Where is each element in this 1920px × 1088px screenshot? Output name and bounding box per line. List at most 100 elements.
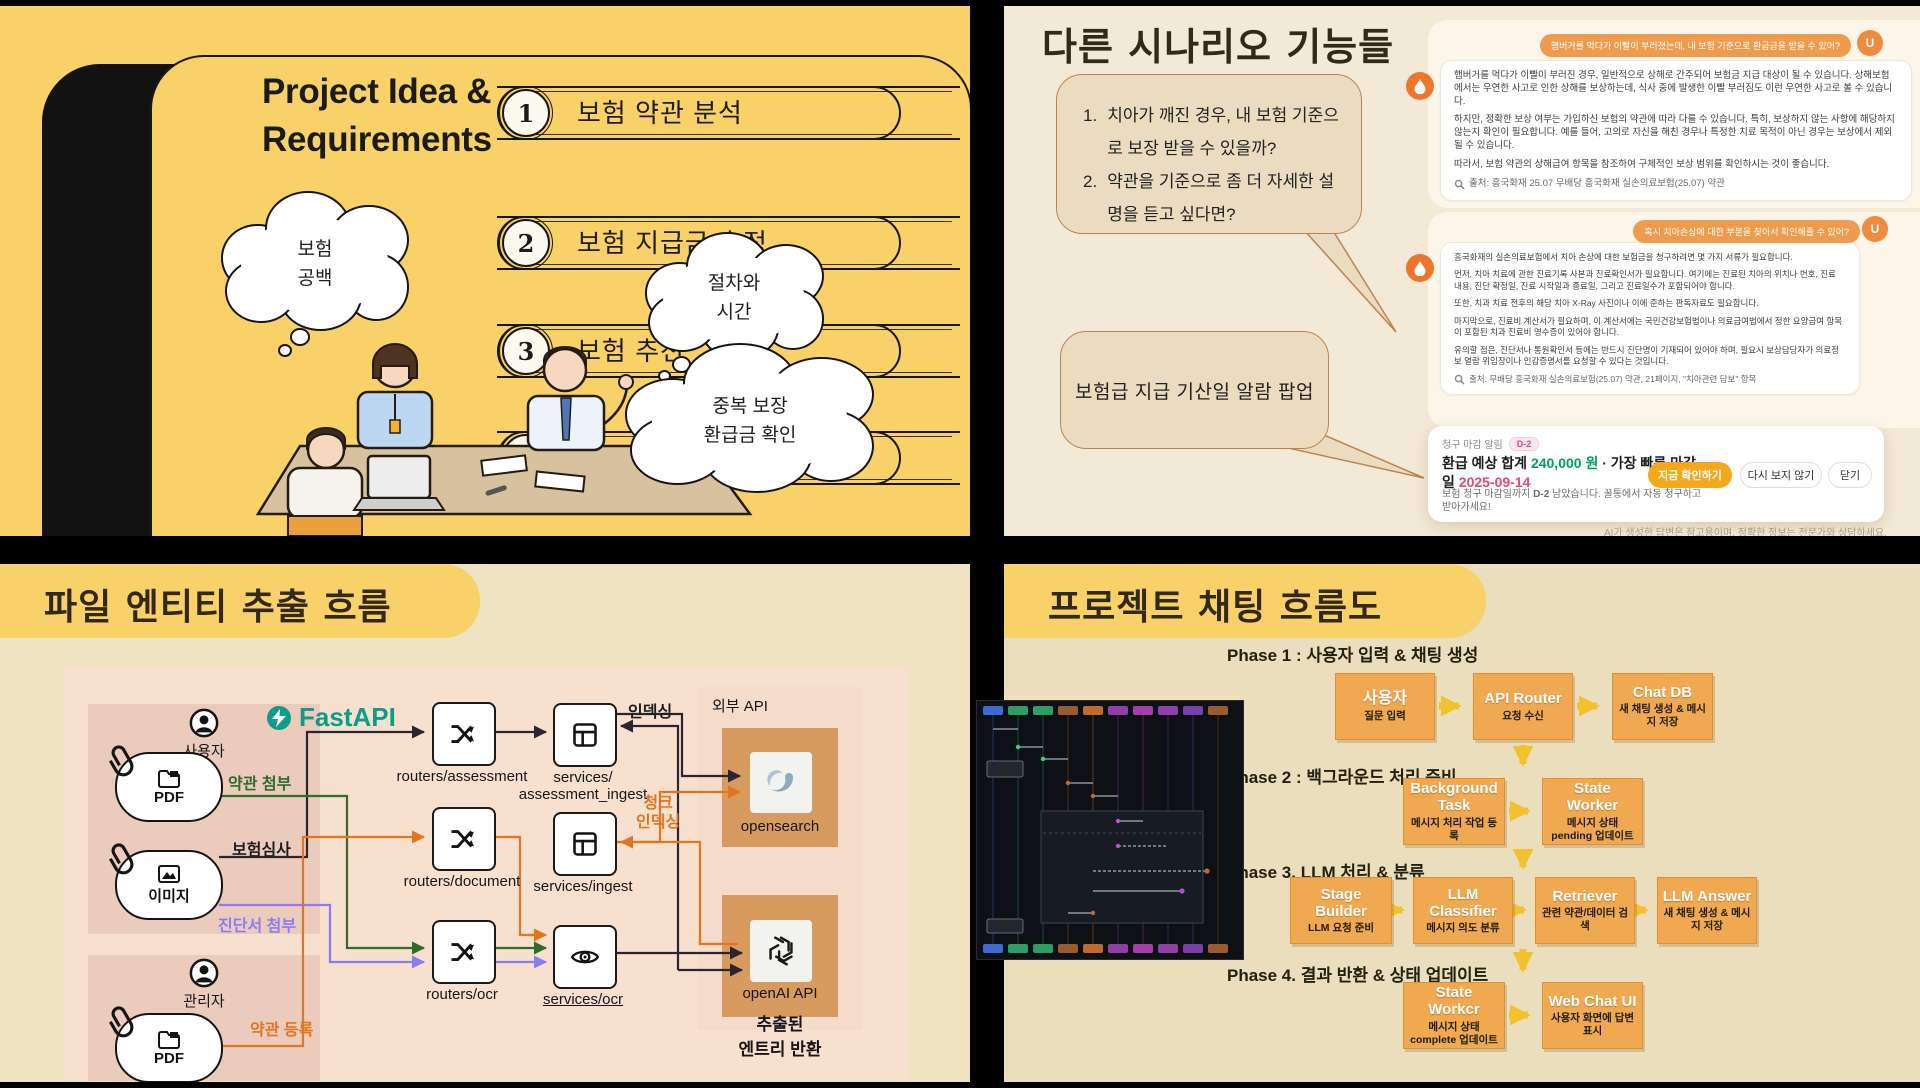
slide-other-scenarios: 다른 시나리오 기능들 1. 치아가 깨진 경우, 내 보험 기준으로 보장 받…: [1004, 6, 1920, 536]
title-line-2: Requirements: [262, 120, 492, 160]
title-banner: 프로젝트 채팅 흐름도: [1004, 564, 1486, 638]
user-message-1: 햄버거를 먹다가 이빨이 부러졌는데, 내 보험 기준으로 환급금을 받을 수 …: [1539, 34, 1851, 57]
node-services-ocr: [553, 925, 617, 989]
fastapi-label: FastAPI: [299, 702, 396, 732]
box-title: Chat DB: [1632, 683, 1693, 701]
flow-box-llm-classifier: LLM Classifier 메시지 의도 분류: [1413, 877, 1513, 944]
assistant-message-2: 흥국화재의 실손의료보험에서 치아 손상에 대한 보험금을 청구하려면 몇 가지…: [1440, 242, 1860, 396]
node-label: opensearch: [740, 818, 820, 835]
flow-box-state-worker-complete: State Workcr 메시지 상태 complete 업데이트: [1403, 982, 1505, 1049]
edge-label-line: 인덱싱: [636, 814, 681, 832]
opensearch-icon: [767, 769, 794, 792]
node-label: routers/document: [403, 873, 521, 890]
title-line-1: Project Idea &: [262, 72, 492, 111]
item-label: 보험 약관 분석: [577, 97, 743, 128]
sequence-diagram-image: [976, 700, 1244, 960]
user-avatar: U: [1862, 216, 1888, 242]
assistant-avatar: [1406, 72, 1434, 100]
edge-label-line: 청크: [643, 795, 673, 812]
shuffle-icon: [451, 830, 474, 848]
result-caption: 추출된 엔트리 반환: [710, 1010, 850, 1060]
close-button[interactable]: 닫기: [1828, 462, 1872, 488]
flow-box-llm-answer: LLM Answer 새 채팅 생성 & 메시지 저장: [1657, 877, 1757, 944]
source-text: 출처: 무배당 흥국화재 실손의료보험(25.07) 약관, 21페이지, "치…: [1469, 373, 1757, 384]
box-subtitle: LLM 요청 준비: [1307, 922, 1375, 935]
flow-arrows: [219, 712, 744, 1048]
box-subtitle: 메시지 의도 분류: [1426, 922, 1500, 935]
answer-paragraph: 하지만, 정확한 보상 여부는 가입하신 보험의 약관에 따라 다를 수 있습니…: [1454, 114, 1895, 152]
paperclip-icon: [109, 843, 134, 875]
flow-box-retriever: Retriever 관련 약관/데이터 검색: [1535, 877, 1635, 944]
user-avatar: U: [1857, 30, 1883, 56]
node-label: services/ingest: [533, 878, 633, 895]
assistant-message-1: 햄버거를 먹다가 이빨이 부러진 경우, 일반적으로 상해로 간주되어 보험금 …: [1440, 60, 1912, 201]
phase-1-heading: Phase 1 : 사용자 입력 & 채팅 생성: [1227, 646, 1479, 665]
node-label: routers/ocr: [426, 986, 498, 1003]
paperclip-icon: [109, 745, 134, 777]
bubble-text: 공백: [297, 268, 333, 289]
d-2-badge: D-2: [1508, 437, 1540, 451]
node-label: routers/assessment: [396, 768, 528, 785]
user-icon: [189, 708, 219, 738]
assistant-avatar: [1406, 254, 1434, 282]
bubble-text: 중복 보장: [712, 395, 788, 417]
box-subtitle: 새 채팅 생성 & 메시지 저장: [1663, 907, 1751, 933]
external-api-label: 외부 API: [712, 698, 768, 715]
title-banner: 파일 엔티티 추출 흐름: [0, 564, 480, 638]
dont-show-again-button[interactable]: 다시 보지 않기: [1740, 462, 1822, 488]
magnifier-icon: [1454, 179, 1465, 190]
answer-paragraph: 흥국화재의 실손의료보험에서 치아 손상에 대한 보험금을 청구하려면 몇 가지…: [1454, 252, 1793, 262]
bubble-text: 환급금 확인: [703, 425, 797, 446]
answer-paragraph: 또한, 치과 치료 전후의 해당 치아 X-Ray 사진이나 이에 준하는 판독…: [1454, 298, 1759, 309]
edge-label-diagnosis: 진단서 첨부: [218, 918, 297, 935]
phase-4-heading: Phase 4. 결과 반환 & 상태 업데이트: [1227, 966, 1489, 985]
node-label-line: assessment_ingest: [518, 786, 648, 803]
page-title: 파일 엔티티 추출 흐름: [44, 586, 392, 628]
phase-2-heading: Phase 2 : 백그라운드 처리 준비: [1227, 768, 1457, 787]
pill-label: PDF: [154, 1050, 184, 1067]
box-title: State Worker: [1566, 780, 1619, 815]
source-text: 출처: 흥국화재 25.07 무배당 흥국화재 실손의료보험(25.07) 약관: [1469, 177, 1725, 189]
page-title: 다른 시나리오 기능들: [1042, 24, 1395, 69]
alarm-bubble: 보험급 지급 기산일 알람 팝업: [1060, 331, 1329, 449]
node-routers-document: [432, 807, 496, 871]
box-title: 사용자: [1362, 689, 1408, 707]
result-line: 엔트리 반환: [738, 1040, 822, 1059]
flowchart-arrows: [1383, 695, 1649, 1026]
notice-label: 청구 마감 알림: [1442, 440, 1503, 451]
shuffle-icon: [451, 725, 474, 743]
edge-label-indexing: 인덱싱: [628, 704, 673, 721]
opensearch-logo-box: [750, 752, 812, 813]
meeting-illustration: [255, 343, 753, 536]
notice-prefix: 환급 예상 합계: [1442, 455, 1528, 471]
shuffle-icon: [451, 943, 474, 961]
flow-box-web-chat-ui: Web Chat UI 사용자 화면에 답변 표시: [1542, 982, 1643, 1049]
box-title: State Workcr: [1428, 984, 1480, 1019]
flow-box-chat-db: Chat DB 새 채팅 생성 & 메시지 저장: [1612, 673, 1713, 740]
scenario-bubble: 1. 치아가 깨진 경우, 내 보험 기준으로 보장 받을 수 있을까? 2. …: [1056, 74, 1362, 234]
answer-paragraph: 햄버거를 먹다가 이빨이 부러진 경우, 일반적으로 상해로 간주되어 보험금 …: [1454, 70, 1893, 107]
scenario-text: 치아가 깨진 경우, 내 보험 기준으로 보장 받을 수 있을까?: [1107, 106, 1339, 159]
answer-paragraph: 따라서, 보험 약관의 상해급여 항목을 참조하여 구체적인 보상 범위를 확인…: [1454, 158, 1830, 170]
droplet-icon: [1414, 261, 1426, 276]
alarm-bubble-text: 보험급 지급 기산일 알람 팝업: [1075, 381, 1314, 403]
flow-box-background-task: Background Task 메시지 처리 작업 등록: [1403, 778, 1505, 845]
slide-project-idea: Project Idea & Requirements 1 보험 약관 분석 2…: [0, 6, 970, 536]
edge-label-chunk-indexing: 청크 인덱싱: [636, 794, 680, 832]
flow-box-stage-builder: Stage Builder LLM 요청 준비: [1290, 877, 1392, 944]
eye-icon: [570, 950, 600, 964]
box-subtitle: 메시지 처리 작업 등록: [1410, 816, 1498, 842]
bubble-text: 보험: [297, 238, 333, 260]
box-title: LLM Classifier: [1429, 885, 1497, 920]
droplet-icon: [1414, 79, 1426, 94]
box-subtitle: 메시지 상태 complete 업데이트: [1410, 1020, 1498, 1046]
thought-bubble: 절차와 시간: [644, 232, 824, 360]
box-title: Web Chat UI: [1548, 992, 1637, 1010]
node-routers-assessment: [432, 702, 496, 766]
image-icon: [158, 865, 180, 883]
fastapi-brand: FastAPI: [266, 702, 396, 733]
confirm-now-button[interactable]: 지금 확인하기: [1648, 462, 1732, 488]
bubble-text: 절차와: [707, 272, 761, 294]
thought-bubble: 중복 보장 환급금 확인: [625, 342, 874, 494]
page-title: Project Idea & Requirements: [262, 68, 492, 165]
